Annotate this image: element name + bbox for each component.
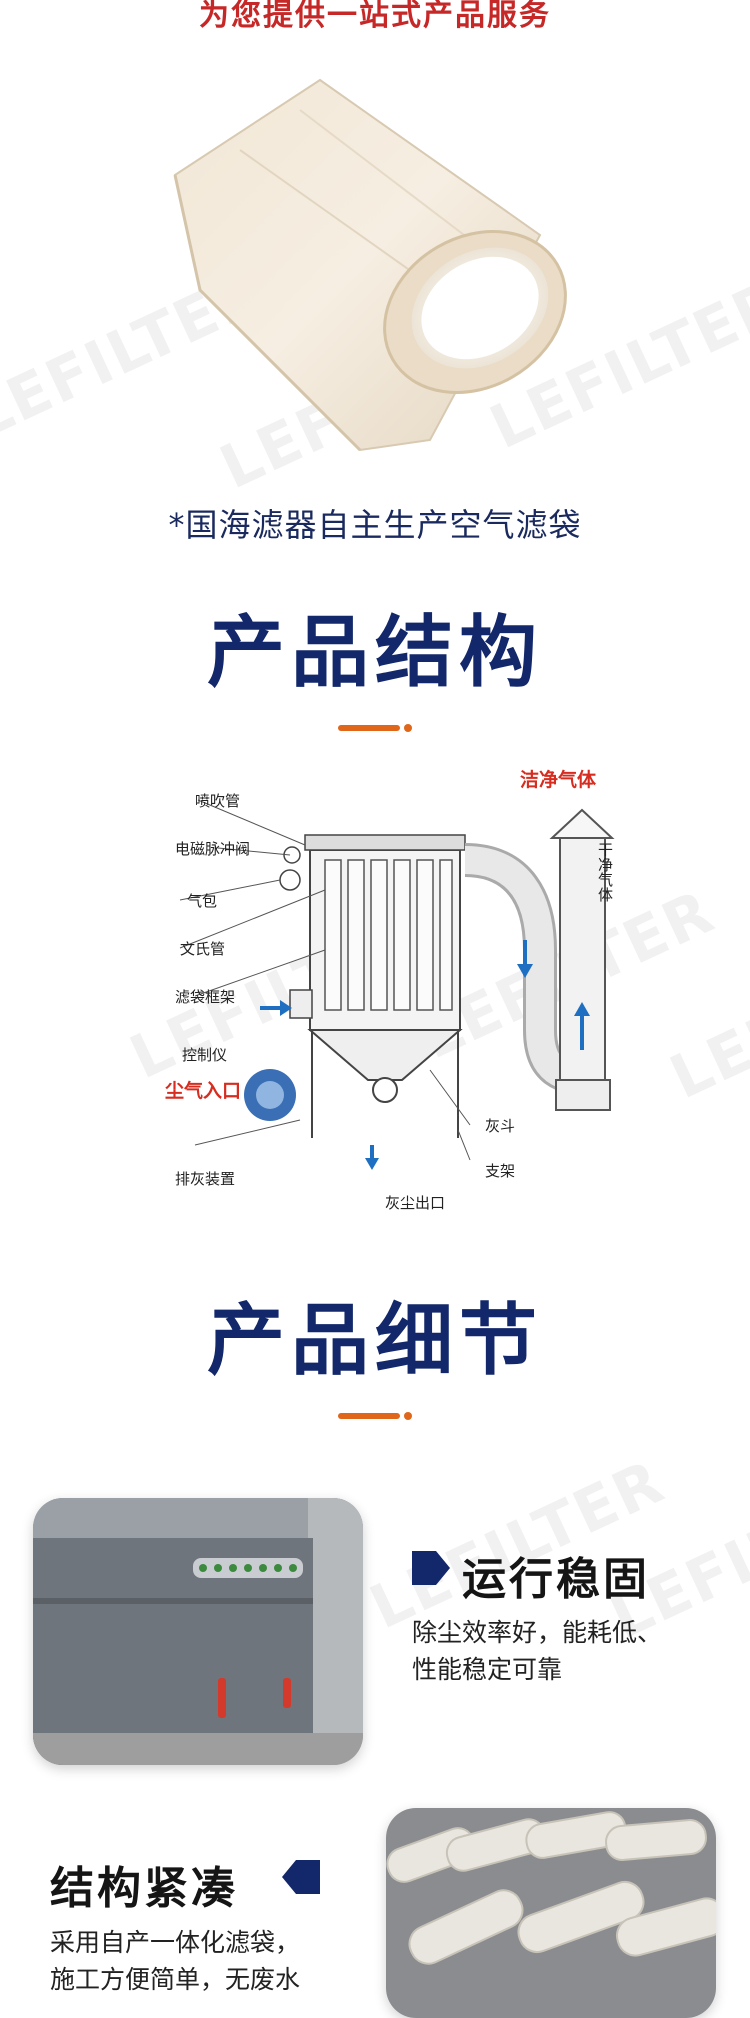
feature-desc-line: 施工方便简单，无废水 (50, 1965, 301, 1994)
details-title: 产品细节 (206, 1296, 543, 1386)
label-dry-clean-gas: 干净气体 (596, 842, 614, 902)
label-ash-discharge: 排灰装置 (175, 1170, 236, 1188)
brand-watermark: LEFILTER (659, 916, 750, 1114)
label-ash-outlet: 灰尘出口 (385, 1194, 446, 1212)
label-spray-pipe: 喷吹管 (195, 792, 241, 810)
collector-photo (33, 1498, 363, 1765)
label-dust-inlet: 尘气入口 (165, 1080, 242, 1102)
label-clean-gas: 洁净气体 (520, 769, 597, 791)
dust-collector-diagram: 喷吹管 电磁脉冲阀 气包 文氏管 滤袋框架 控制仪 尘气入口 排灰装置 灰尘出口… (140, 750, 630, 1220)
feature-desc-line: 除尘效率好，能耗低、 (412, 1618, 663, 1647)
title-decoration (338, 1411, 412, 1421)
label-hopper: 灰斗 (485, 1117, 516, 1135)
bullet-flag-icon (412, 1551, 450, 1585)
feature-title: 运行稳固 (462, 1554, 650, 1605)
feature-desc-line: 性能稳定可靠 (412, 1655, 563, 1684)
bullet-flag-icon (282, 1860, 320, 1894)
hero-filter-bag-image (0, 40, 750, 510)
filter-bags-photo (386, 1808, 716, 2018)
structure-title: 产品结构 (206, 608, 543, 698)
top-slogan: 为您提供一站式产品服务 (199, 0, 551, 33)
title-decoration (338, 723, 412, 733)
label-pulse-valve: 电磁脉冲阀 (175, 840, 251, 858)
label-controller: 控制仪 (182, 1046, 228, 1064)
hero-caption: *国海滤器自主生产空气滤袋 (168, 506, 582, 544)
label-support: 支架 (485, 1162, 516, 1180)
label-venturi: 文氏管 (180, 940, 226, 958)
label-bag-frame: 滤袋框架 (175, 988, 236, 1006)
feature-title: 结构紧凑 (50, 1863, 238, 1914)
label-air-bag: 气包 (187, 892, 218, 910)
feature-desc-line: 采用自产一体化滤袋， (50, 1928, 301, 1957)
